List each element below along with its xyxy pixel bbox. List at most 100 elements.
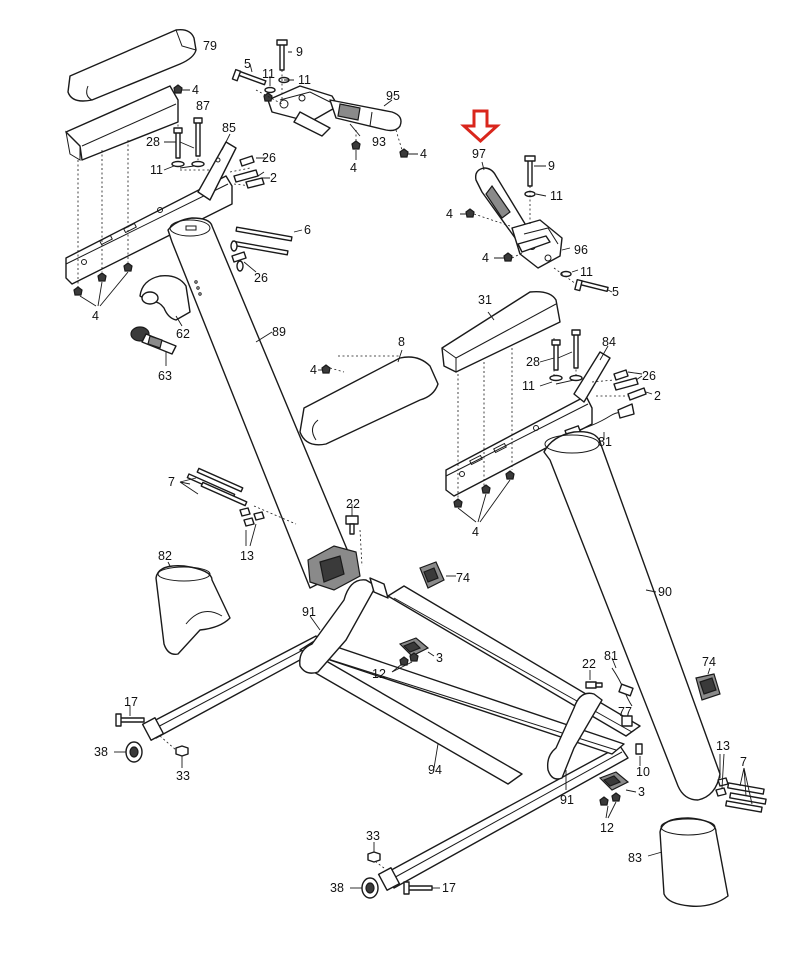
callout-26: 26 bbox=[262, 151, 276, 165]
part-8-center-cover bbox=[299, 356, 439, 446]
callout-5: 5 bbox=[612, 285, 619, 299]
part-94-base-frame bbox=[141, 585, 641, 891]
callout-26: 26 bbox=[642, 369, 656, 383]
callout-11: 11 bbox=[150, 163, 163, 177]
part-22-bolt-upper bbox=[345, 515, 359, 535]
callout-4: 4 bbox=[420, 147, 427, 161]
callout-33: 33 bbox=[176, 769, 190, 783]
callout-2: 2 bbox=[654, 389, 661, 403]
part-62-knob-housing bbox=[139, 275, 191, 321]
callout-82: 82 bbox=[158, 549, 172, 563]
bolts-28-left bbox=[171, 117, 205, 168]
part-79-top-cover bbox=[67, 28, 197, 102]
callout-4: 4 bbox=[482, 251, 489, 265]
bolts-28-right bbox=[549, 329, 583, 382]
callout-62: 62 bbox=[176, 327, 190, 341]
part-63-knob bbox=[130, 326, 177, 355]
part-84-mount-bracket bbox=[573, 351, 611, 403]
highlight-arrow-icon bbox=[460, 109, 501, 144]
callout-4: 4 bbox=[446, 207, 453, 221]
part-74-bracket-lower bbox=[695, 673, 721, 701]
callout-22: 22 bbox=[346, 497, 360, 511]
part-3-foot-lower bbox=[598, 771, 630, 791]
callout-33: 33 bbox=[366, 829, 380, 843]
screw-4-cover-8 bbox=[321, 364, 331, 374]
part-91-upright-support-right bbox=[546, 692, 603, 780]
callout-7: 7 bbox=[740, 755, 747, 769]
callout-38: 38 bbox=[94, 745, 108, 759]
callout-91: 91 bbox=[560, 793, 574, 807]
callout-93: 93 bbox=[372, 135, 386, 149]
callout-74: 74 bbox=[702, 655, 716, 669]
callout-91: 91 bbox=[302, 605, 316, 619]
callout-22: 22 bbox=[582, 657, 596, 671]
part-12-screws-upper bbox=[399, 652, 419, 666]
part-89-left-upright bbox=[167, 217, 355, 589]
callout-11: 11 bbox=[522, 379, 535, 393]
callout-95: 95 bbox=[386, 89, 400, 103]
part-38-wheel-rear bbox=[125, 741, 143, 763]
part-97-grip-right bbox=[474, 167, 531, 243]
callout-81: 81 bbox=[604, 649, 618, 663]
part-22-bolt-lower bbox=[585, 681, 603, 689]
part-33-nut-front bbox=[367, 851, 381, 863]
bolts-9-11-5-right bbox=[465, 155, 609, 293]
callout-17: 17 bbox=[124, 695, 138, 709]
part-85-mount-bracket bbox=[197, 141, 237, 201]
callout-9: 9 bbox=[296, 45, 303, 59]
callout-26: 26 bbox=[254, 271, 268, 285]
callout-labels: 79 4 87 5 11 9 11 95 85 28 11 26 2 93 4 … bbox=[92, 39, 747, 895]
part-38-wheel-front bbox=[361, 877, 379, 899]
callout-17: 17 bbox=[442, 881, 456, 895]
part-3-foot-upper bbox=[398, 637, 430, 657]
callout-4: 4 bbox=[350, 161, 357, 175]
callout-81: 81 bbox=[598, 435, 612, 449]
part-10-bolt bbox=[635, 743, 643, 755]
callout-13: 13 bbox=[240, 549, 254, 563]
part-33-nut-rear bbox=[175, 745, 189, 757]
part-93-handlebar-left bbox=[267, 85, 339, 137]
callout-89: 89 bbox=[272, 325, 286, 339]
callout-12: 12 bbox=[372, 667, 386, 681]
callout-5: 5 bbox=[244, 57, 251, 71]
callout-6: 6 bbox=[304, 223, 311, 237]
left-upright-base-bracket bbox=[307, 545, 361, 591]
screws-4-top-center bbox=[173, 84, 409, 158]
part-83-base-cover-right bbox=[659, 817, 729, 907]
callout-4: 4 bbox=[472, 525, 479, 539]
callout-12: 12 bbox=[600, 821, 614, 835]
part-96-handlebar-right bbox=[511, 219, 563, 269]
callout-28: 28 bbox=[146, 135, 160, 149]
bolts-7-13-left bbox=[186, 467, 265, 527]
screw-set-left bbox=[73, 262, 133, 296]
callout-2: 2 bbox=[270, 171, 277, 185]
part-17-axle-bolt-rear bbox=[115, 713, 145, 727]
bolts-6-26-mid bbox=[230, 226, 293, 272]
callout-83: 83 bbox=[628, 851, 642, 865]
callout-10: 10 bbox=[636, 765, 650, 779]
callout-84: 84 bbox=[602, 335, 616, 349]
callout-90: 90 bbox=[658, 585, 672, 599]
callout-11: 11 bbox=[550, 189, 563, 203]
callout-74: 74 bbox=[456, 571, 470, 585]
bolts-26-2-left bbox=[233, 155, 265, 189]
part-81-lower-wire bbox=[611, 667, 634, 707]
callout-4: 4 bbox=[92, 309, 99, 323]
callout-3: 3 bbox=[638, 785, 645, 799]
callout-97: 97 bbox=[472, 147, 486, 161]
callout-3: 3 bbox=[436, 651, 443, 665]
callout-28: 28 bbox=[526, 355, 540, 369]
part-95-grip-left bbox=[329, 99, 402, 132]
callout-79: 79 bbox=[203, 39, 217, 53]
part-31-right-side-cover bbox=[441, 290, 561, 373]
callout-7: 7 bbox=[168, 475, 175, 489]
callout-11: 11 bbox=[262, 67, 275, 81]
callout-38: 38 bbox=[330, 881, 344, 895]
part-91-upright-support-left bbox=[299, 577, 389, 674]
callout-11: 11 bbox=[298, 73, 311, 87]
callout-13: 13 bbox=[716, 739, 730, 753]
callout-4: 4 bbox=[192, 83, 199, 97]
callout-85: 85 bbox=[222, 121, 236, 135]
callout-9: 9 bbox=[548, 159, 555, 173]
